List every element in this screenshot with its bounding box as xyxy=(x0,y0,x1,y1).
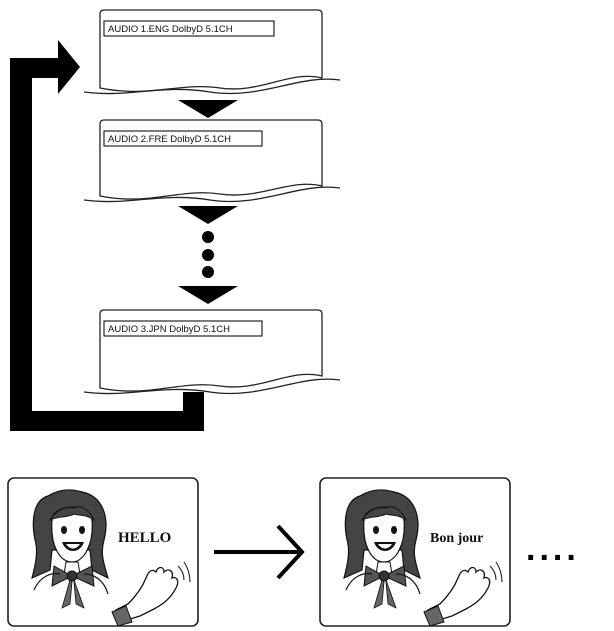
example-frame-2: Bon jour xyxy=(319,477,511,627)
osd-label-1: AUDIO 1.ENG DolbyD 5.1CH xyxy=(108,24,233,35)
girl-illustration-2 xyxy=(343,489,421,609)
continuation-dots: .... xyxy=(526,530,580,568)
osd-screen-1: AUDIO 1.ENG DolbyD 5.1CH xyxy=(83,9,341,95)
osd-label-box-1 xyxy=(103,20,275,37)
right-arrow xyxy=(214,524,305,580)
down-arrow-2 xyxy=(178,206,238,224)
osd-label-2: AUDIO 2.FRE DolbyD 5.1CH xyxy=(108,134,231,145)
osd-screen-3: AUDIO 3.JPN DolbyD 5.1CH xyxy=(83,309,341,395)
down-arrow-1 xyxy=(178,100,238,118)
down-arrow-3 xyxy=(178,286,238,304)
example-frame-1: HELLO xyxy=(7,477,199,627)
loop-back-arrow xyxy=(10,40,204,431)
waving-hand-1 xyxy=(111,561,191,627)
girl-illustration-1 xyxy=(31,489,109,609)
speech-text-2: Bon jour xyxy=(430,531,483,546)
osd-label-3: AUDIO 3.JPN DolbyD 5.1CH xyxy=(108,324,230,335)
osd-label-box-2 xyxy=(103,130,263,147)
waving-hand-2 xyxy=(423,561,503,627)
osd-screen-2: AUDIO 2.FRE DolbyD 5.1CH xyxy=(83,119,341,203)
ellipsis-vertical xyxy=(202,231,214,278)
speech-text-1: HELLO xyxy=(118,530,171,546)
osd-label-box-3 xyxy=(103,320,263,337)
